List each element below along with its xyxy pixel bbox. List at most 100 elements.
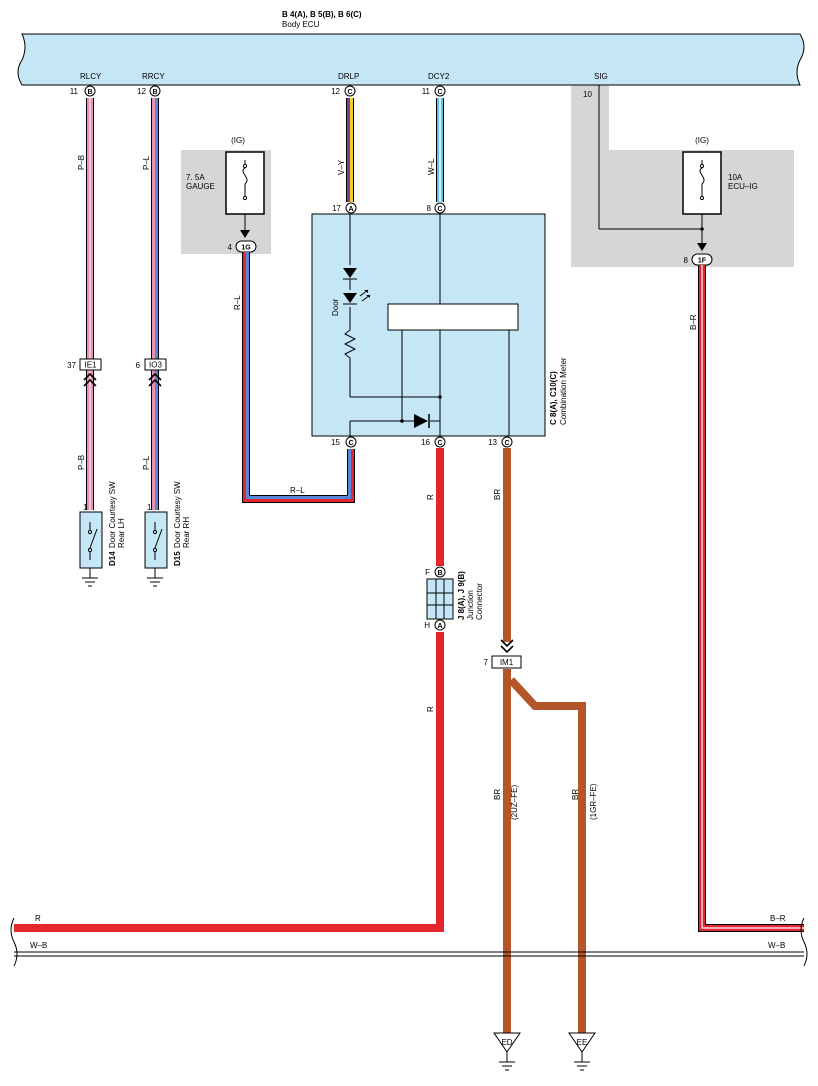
gauge-pin: 4 — [228, 243, 233, 252]
ie1-name: IE1 — [84, 361, 97, 370]
meter-pin13-circle — [501, 436, 513, 448]
terminal-sig: SIG — [594, 72, 608, 81]
rrcy-pin: 12 — [137, 87, 146, 96]
junction-connector-box — [426, 578, 454, 620]
switch-d15-contact-icon — [154, 528, 163, 549]
rlcy-pin: 11 — [70, 87, 79, 96]
ecu-fuse-pin: 8 — [684, 256, 689, 265]
ground-ed: ED — [501, 1038, 512, 1047]
br-1gr-color: BR — [571, 789, 580, 800]
rrcy-wire-color-upper: P–L — [142, 155, 151, 170]
io3-name: IO3 — [149, 361, 162, 370]
meter-diode-icon — [414, 414, 428, 428]
meter-pin15-circle — [345, 436, 357, 448]
meter-pin17-conn: A — [348, 206, 353, 213]
pin13-wire-color: BR — [493, 489, 502, 500]
dcy2-pin-circle — [434, 85, 446, 97]
junction-code: J 8(A), J 9(B) — [457, 571, 466, 620]
meter-pin13: 13 — [488, 438, 497, 447]
gauge-name: GAUGE — [186, 182, 215, 191]
wire-gauge-rl — [242, 252, 355, 503]
junction-top-pin: F — [425, 568, 430, 577]
sig-pin: 10 — [583, 90, 592, 99]
meter-pin17-circle — [345, 202, 357, 214]
meter-pin16-conn: C — [437, 440, 442, 447]
wire-rrcy — [151, 98, 159, 510]
bus-break-right-icon — [800, 917, 808, 967]
ie1-chevron-icon — [83, 372, 97, 387]
pin16-wire-color-upper: R — [426, 494, 435, 500]
meter-ic-block — [387, 303, 519, 331]
rrcy-conn: B — [152, 89, 157, 96]
meter-pin15-conn: C — [348, 440, 353, 447]
meter-connectors: C 8(A), C10(C) — [549, 371, 558, 425]
junction-line1: Junction — [466, 590, 475, 620]
ground-ee-icon — [568, 1032, 596, 1053]
d15-line1: Door Courtesy SW — [173, 481, 182, 548]
im1-pin: 7 — [484, 658, 489, 667]
io3-pin: 6 — [136, 361, 141, 370]
junction-top-circle — [434, 566, 446, 578]
bus-wb — [14, 951, 804, 957]
junction-bottom-pin: H — [424, 621, 430, 630]
terminal-drlp: DRLP — [338, 72, 359, 81]
body-ecu-connectors: B 4(A), B 5(B), B 6(C) — [282, 10, 362, 19]
d14-pin: 1 — [83, 503, 88, 512]
ecu-arrow-icon — [697, 243, 707, 251]
ecu-ig-label: (IG) — [695, 136, 709, 145]
door-led-icon — [343, 293, 357, 303]
ie1-pin: 37 — [67, 361, 76, 370]
dcy2-wire-color: W–L — [427, 158, 436, 175]
bus-wb-left-label: W–B — [30, 941, 47, 950]
meter-pin8: 8 — [427, 204, 432, 213]
ecu-fuse-shade-b — [571, 85, 609, 150]
dcy2-pin: 11 — [422, 87, 431, 96]
pin16-wire-color-lower: R — [426, 706, 435, 712]
io3-chevron-icon — [148, 372, 162, 387]
bus-break-left-icon — [10, 917, 18, 967]
bus-wb-right-label: W–B — [768, 941, 785, 950]
rrcy-wire-color-lower: P–L — [142, 455, 151, 470]
wire-pin13-brown — [503, 448, 586, 1033]
body-ecu-bar — [17, 33, 805, 86]
d15-pin: 1 — [147, 503, 152, 512]
meter-pin8-circle — [434, 202, 446, 214]
br-2uz-color: BR — [493, 789, 502, 800]
gauge-arrow-icon — [240, 230, 250, 238]
gauge-ig: (IG) — [231, 136, 245, 145]
ecu-rating: 10A — [728, 173, 743, 182]
d14-code: D14 — [108, 551, 117, 566]
wire-rlcy — [86, 98, 94, 510]
meter-pin17: 17 — [332, 204, 341, 213]
meter-pin13-conn: C — [504, 440, 509, 447]
meter-pin15: 15 — [331, 438, 340, 447]
drlp-pin: 12 — [331, 87, 340, 96]
gauge-wire-color-vertical: R–L — [233, 295, 242, 310]
im1-chevron-icon — [500, 639, 514, 654]
io3-connector — [144, 358, 167, 371]
meter-internal-circuit — [343, 214, 519, 436]
rlcy-wire-color-lower: P–B — [77, 455, 86, 470]
terminal-rlcy: RLCY — [80, 72, 102, 81]
junction-bottom-conn: A — [437, 623, 442, 630]
wire-dcy2 — [436, 98, 444, 202]
drlp-pin-circle — [344, 85, 356, 97]
switch-d15 — [144, 511, 168, 569]
meter-pin16-circle — [434, 436, 446, 448]
drlp-wire-color: V–Y — [337, 159, 346, 175]
im1-name: IM1 — [500, 658, 514, 667]
drlp-conn: C — [347, 89, 352, 96]
d14-line2: Rear LH — [117, 518, 126, 548]
terminal-rrcy: RRCY — [142, 72, 165, 81]
dcy2-conn: C — [437, 89, 442, 96]
br-2uz-note: (2UZ–FE) — [510, 785, 519, 820]
junction-top-conn: B — [437, 570, 442, 577]
meter-door-label: Door — [331, 298, 340, 316]
wire-drlp — [346, 98, 354, 202]
bus-br-label: B–R — [770, 914, 786, 923]
bus-r-label: R — [35, 914, 41, 923]
junction-bottom-circle — [434, 619, 446, 631]
ecu-fuse-shade-cut — [609, 85, 794, 150]
meter-pin8-conn: C — [437, 206, 442, 213]
